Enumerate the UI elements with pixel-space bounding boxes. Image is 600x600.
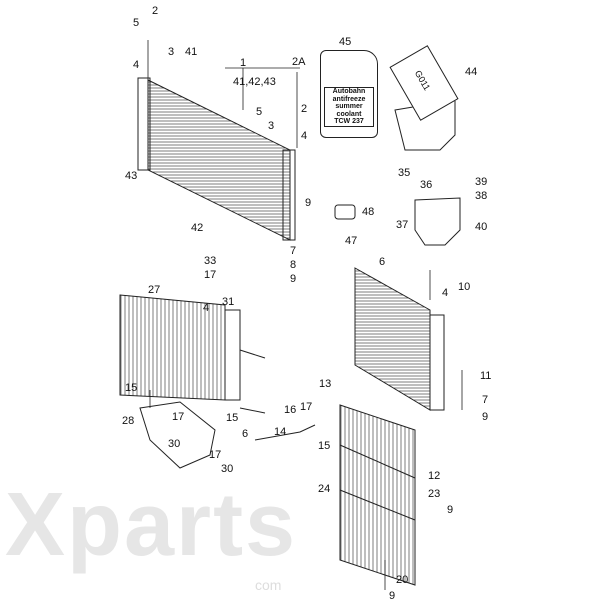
callout-label: 15 (226, 412, 239, 424)
callout-label: 3 (268, 120, 275, 132)
callout-label: 31 (222, 296, 235, 308)
callout-label: 13 (319, 378, 332, 390)
callout-label: 7 (290, 245, 297, 257)
jug-text: TCW 237 (334, 118, 364, 125)
callout-label: 2 (301, 103, 308, 115)
callout-label: 2 (152, 5, 159, 17)
watermark-sub: com (255, 577, 282, 593)
callout-label: 17 (209, 449, 222, 461)
callout-label: 4 (442, 287, 449, 299)
condenser (354, 267, 445, 411)
callout-label: 5 (256, 106, 263, 118)
callout-label: 1 (240, 57, 247, 69)
callout-label: 15 (125, 382, 138, 394)
jug-text: summer (335, 103, 363, 110)
callout-label: 9 (389, 590, 396, 600)
callout-label: 28 (122, 415, 135, 427)
callout-label: 17 (204, 269, 217, 281)
antifreeze-jug-45: Autobahn antifreeze summer coolant TCW 2… (320, 50, 378, 138)
callout-label: 20 (396, 574, 409, 586)
callout-label: 9 (447, 504, 454, 516)
callout-label: 5 (133, 17, 140, 29)
callout-label: 4 (301, 130, 308, 142)
callout-label: 16 (284, 404, 297, 416)
callout-label: 30 (221, 463, 234, 475)
bracket-28 (139, 401, 216, 469)
callout-label: 7 (482, 394, 489, 406)
callout-label: 11 (480, 370, 492, 382)
callout-label: 9 (305, 197, 312, 209)
jug-text: coolant (336, 110, 362, 118)
callout-label: 47 (345, 235, 358, 247)
jug-text: Autobahn (332, 88, 366, 95)
callout-label: 45 (339, 36, 352, 48)
callout-label: 3 (168, 46, 175, 58)
callout-label: 8 (290, 259, 297, 271)
callout-label: 48 (362, 206, 375, 218)
callout-label: 24 (318, 483, 331, 495)
callout-label: 6 (242, 428, 249, 440)
heater-core (119, 294, 266, 414)
callout-label: 9 (482, 411, 489, 423)
callout-label: 9 (290, 273, 297, 285)
main-radiator (137, 77, 296, 241)
callout-label: 42 (191, 222, 204, 234)
callout-label: 30 (168, 438, 181, 450)
callout-label: 10 (458, 281, 471, 293)
callout-label: 23 (428, 488, 441, 500)
callout-label: 38 (475, 190, 488, 202)
callout-label: 2A (292, 56, 306, 68)
callout-label: 40 (475, 221, 488, 233)
callout-label: 4 (133, 59, 140, 71)
callout-label: 43 (125, 170, 138, 182)
callout-label: 17 (172, 411, 185, 423)
pad-48 (334, 204, 356, 220)
callout-label: 27 (148, 284, 161, 296)
can-text: G011 (412, 68, 433, 93)
callout-label: 33 (204, 255, 217, 267)
callout-label: 36 (420, 179, 433, 191)
callout-label: 41,42,43 (233, 76, 276, 88)
callout-label: 44 (465, 66, 478, 78)
watermark: Xparts (5, 475, 298, 575)
callout-label: 4 (203, 302, 210, 314)
callout-label: 14 (274, 426, 287, 438)
callout-label: 37 (396, 219, 409, 231)
jug-text: antifreeze (332, 95, 366, 103)
callout-label: 41 (185, 46, 198, 58)
callout-label: 6 (379, 256, 386, 268)
leader-lines (147, 40, 463, 590)
callout-label: 12 (428, 470, 441, 482)
callout-label: 35 (398, 167, 411, 179)
callout-label: 39 (475, 176, 488, 188)
auxiliary-radiator (339, 404, 416, 586)
callout-label: 15 (318, 440, 331, 452)
bracket-14 (254, 424, 316, 441)
callout-label: 17 (300, 401, 313, 413)
